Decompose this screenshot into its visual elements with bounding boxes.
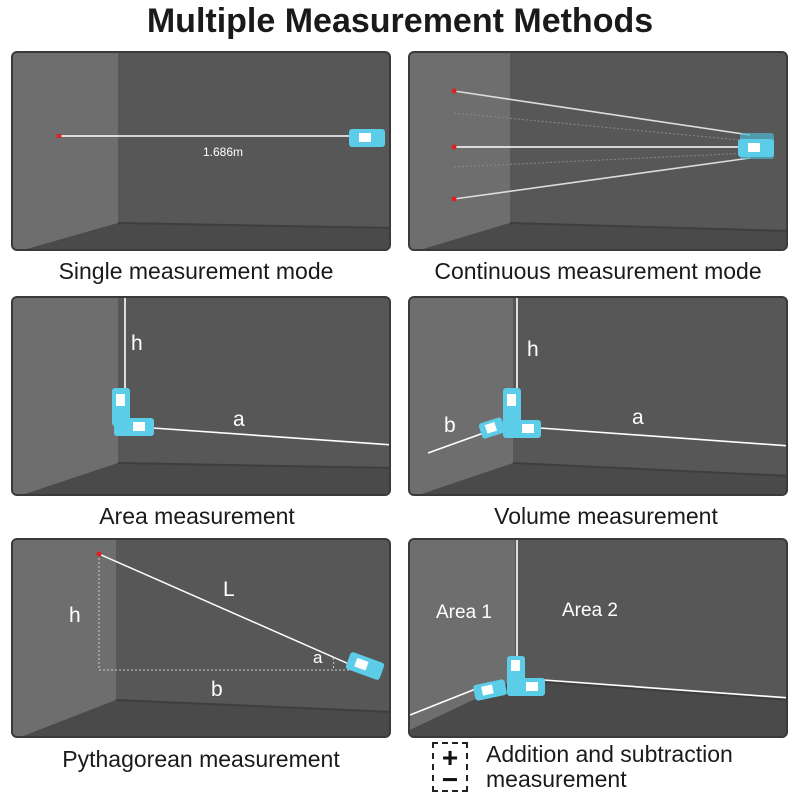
area-2-label: Area 2 (562, 600, 618, 621)
distance-reading: 1.686m (203, 145, 244, 159)
addition-measurement-panel: Area 1 Area 2 (408, 538, 788, 738)
addition-caption-line2: measurement (486, 766, 627, 792)
pythagorean-caption: Pythagorean measurement (62, 746, 340, 772)
addition-room-illustration (410, 540, 786, 736)
addition-caption-line1: Addition and subtraction (486, 741, 733, 767)
area-1-label: Area 1 (436, 602, 492, 623)
angle-label: a (313, 648, 323, 667)
page-title: Multiple Measurement Methods (146, 2, 654, 40)
area-caption: Area measurement (99, 503, 295, 529)
volume-measurement-panel: h a b (408, 296, 788, 496)
pythagorean-room-illustration (13, 540, 389, 736)
area-room-illustration (13, 298, 389, 494)
plus-icon: + (441, 742, 459, 773)
plus-minus-icon: + − (432, 742, 468, 795)
volume-caption: Volume measurement (494, 503, 718, 529)
hypotenuse-label: L (223, 578, 235, 601)
minus-icon: − (441, 764, 459, 795)
height-label: h (69, 604, 81, 627)
base-label: b (211, 678, 223, 701)
height-label: h (527, 338, 539, 361)
laser-dot (56, 133, 62, 139)
length-label: a (233, 408, 245, 431)
pythagorean-measurement-panel: h L b a (11, 538, 391, 738)
width-label: b (444, 414, 456, 437)
length-label: a (632, 406, 644, 429)
height-label: h (131, 332, 143, 355)
single-measurement-panel: 1.686m (11, 51, 391, 251)
continuous-room-illustration (410, 53, 786, 249)
volume-room-illustration (410, 298, 786, 494)
continuous-caption: Continuous measurement mode (434, 258, 762, 284)
single-caption: Single measurement mode (58, 258, 334, 284)
continuous-measurement-panel (408, 51, 788, 251)
area-measurement-panel: h a (11, 296, 391, 496)
single-room-illustration (13, 53, 389, 249)
addition-caption: Addition and subtraction measurement (486, 742, 733, 792)
